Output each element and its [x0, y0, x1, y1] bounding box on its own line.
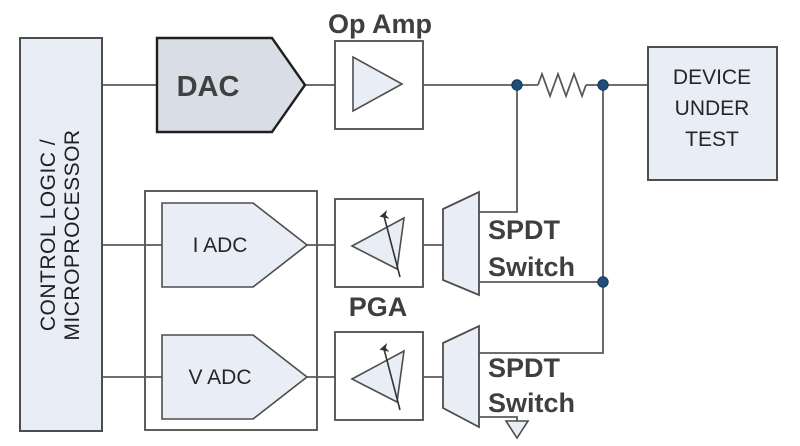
spdt-bottom-label-line2: Switch	[488, 388, 575, 418]
spdt-top-label-line2: Switch	[488, 252, 575, 282]
spdt-top-label-line1: SPDT	[488, 215, 561, 245]
opamp-triangle-icon	[352, 55, 404, 113]
vadc-label: V ADC	[188, 366, 251, 389]
resistor-icon	[537, 71, 587, 99]
control-logic-block	[19, 37, 103, 432]
pga1-amplifier-triangle-icon	[350, 216, 406, 271]
vadc-block	[161, 334, 309, 420]
opamp-block	[334, 40, 424, 130]
control-logic-label-line1: CONTROL LOGIC /	[37, 139, 60, 331]
iadc-label: I ADC	[193, 234, 248, 257]
dut-label-line3: TEST	[685, 128, 739, 151]
iadc-block	[161, 202, 309, 288]
dac-block	[155, 36, 307, 134]
device-under-test-block	[647, 46, 778, 181]
spdt-bottom-label-line1: SPDT	[488, 353, 561, 383]
opamp-label: Op Amp	[328, 9, 432, 39]
junction-dot-1	[511, 79, 523, 91]
junction-dot-2	[597, 79, 609, 91]
wire-junction2-to-spdt-bottom	[479, 85, 604, 354]
dut-label-line2: UNDER	[675, 97, 750, 120]
pga-label: PGA	[349, 292, 408, 322]
pga2-amplifier-triangle-icon	[350, 349, 406, 404]
wire-junction1-to-spdt-top	[479, 85, 518, 213]
dac-label: DAC	[177, 71, 240, 103]
wire-spdt-bottom-to-ground	[479, 416, 518, 421]
spdt-switch-bottom-block	[442, 324, 480, 429]
control-logic-label-line2: MICROPROCESSOR	[61, 129, 84, 340]
spdt-switch-top-block	[442, 190, 480, 297]
dut-label-line1: DEVICE	[673, 66, 751, 89]
pga2-gain-arrow-icon	[379, 343, 401, 411]
wires	[102, 71, 648, 421]
pga1-gain-arrow-icon	[379, 210, 401, 278]
ground-icon	[504, 420, 530, 440]
junction-dot-3	[597, 276, 609, 288]
